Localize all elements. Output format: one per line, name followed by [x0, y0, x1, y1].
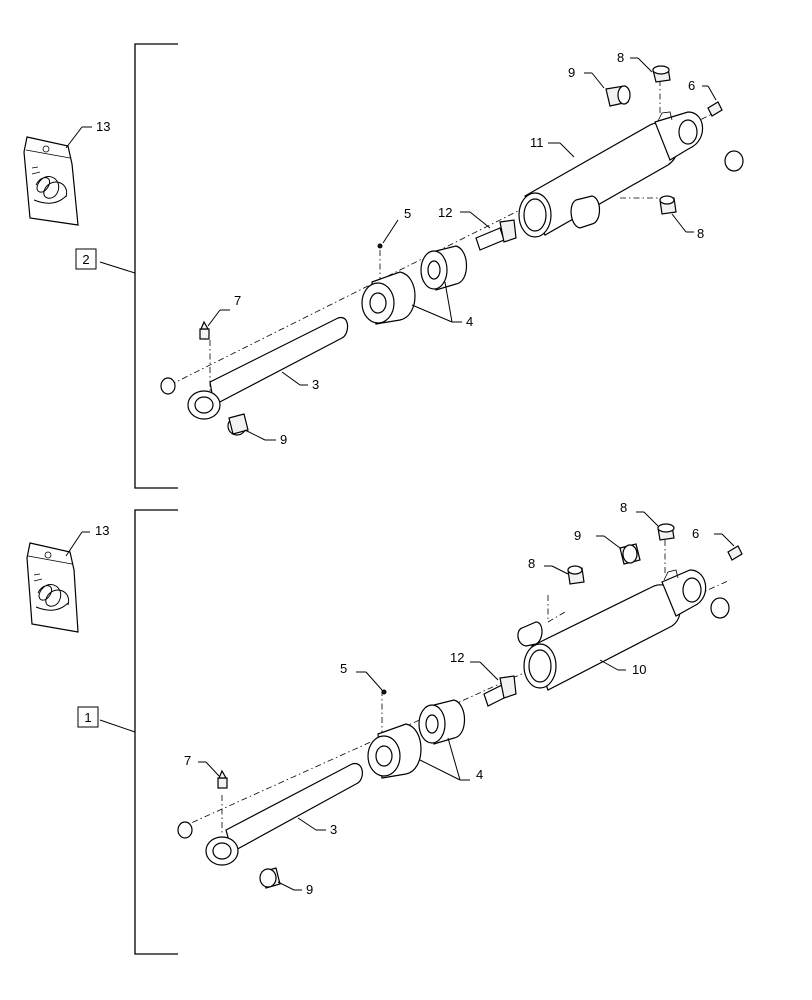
assembly-2: 2 13 3 [23, 43, 744, 489]
grease-zerk-icon [217, 769, 228, 789]
breather-icon [727, 545, 743, 561]
assembly-bracket [134, 509, 178, 955]
callout-breather: 6 [688, 78, 695, 93]
callout-pin: 5 [340, 661, 347, 676]
fitting-icon [483, 675, 517, 707]
bushing-top-icon [605, 85, 744, 172]
bushing-top-icon [619, 543, 730, 619]
callout-kit: 13 [96, 119, 110, 134]
callout-plug-top: 8 [620, 500, 627, 515]
callout-plug-side: 8 [697, 226, 704, 241]
callout-bushing-bottom: 9 [306, 882, 313, 897]
callout-rod: 3 [330, 822, 337, 837]
bushing-icon [177, 821, 281, 889]
plug-icon [657, 523, 675, 541]
callout-cylinder-barrel: 11 [530, 135, 544, 150]
piston-icon [418, 699, 466, 745]
piston-rod [187, 316, 349, 420]
assembly-number-box [77, 706, 99, 728]
callout-grease-zerk: 7 [184, 753, 191, 768]
callout-pin: 5 [404, 206, 411, 221]
callout-kit: 13 [95, 523, 109, 538]
callout-fitting: 12 [438, 205, 452, 220]
callout-seal-kit: 4 [466, 314, 473, 329]
callout-bushing-bottom: 9 [280, 432, 287, 447]
callout-rod: 3 [312, 377, 319, 392]
callout-grease-zerk: 7 [234, 293, 241, 308]
piston-rod [205, 762, 363, 866]
bushing-icon [160, 377, 249, 436]
callout-plug-top: 8 [617, 50, 624, 65]
callout-bushing-top: 9 [568, 65, 575, 80]
assembly-number-box [75, 248, 97, 270]
callout-plug-side: 8 [528, 556, 535, 571]
assembly-1: 1 13 3 [26, 500, 743, 955]
pin-icon [377, 243, 383, 249]
assembly-bracket [134, 43, 178, 489]
plug-side-icon [659, 195, 677, 215]
pin-icon [381, 689, 387, 695]
kit-bag-icon [26, 542, 79, 633]
cylinder-barrel [518, 111, 704, 238]
assembly-number: 1 [84, 710, 91, 725]
callout-breather: 6 [692, 526, 699, 541]
fitting-icon [475, 219, 517, 251]
callout-cylinder-barrel: 10 [632, 662, 646, 677]
callout-fitting: 12 [450, 650, 464, 665]
gland-icon [367, 723, 422, 779]
cylinder-barrel [517, 569, 707, 691]
plug-icon [652, 65, 671, 83]
grease-zerk-icon [199, 320, 210, 340]
assembly-number: 2 [82, 252, 89, 267]
callout-bushing-top: 9 [574, 528, 581, 543]
callout-seal-kit: 4 [476, 767, 483, 782]
kit-bag-icon [23, 136, 79, 226]
piston-icon [420, 245, 468, 291]
breather-icon [707, 101, 723, 117]
gland-icon [361, 271, 416, 325]
plug-side-icon [567, 565, 585, 585]
